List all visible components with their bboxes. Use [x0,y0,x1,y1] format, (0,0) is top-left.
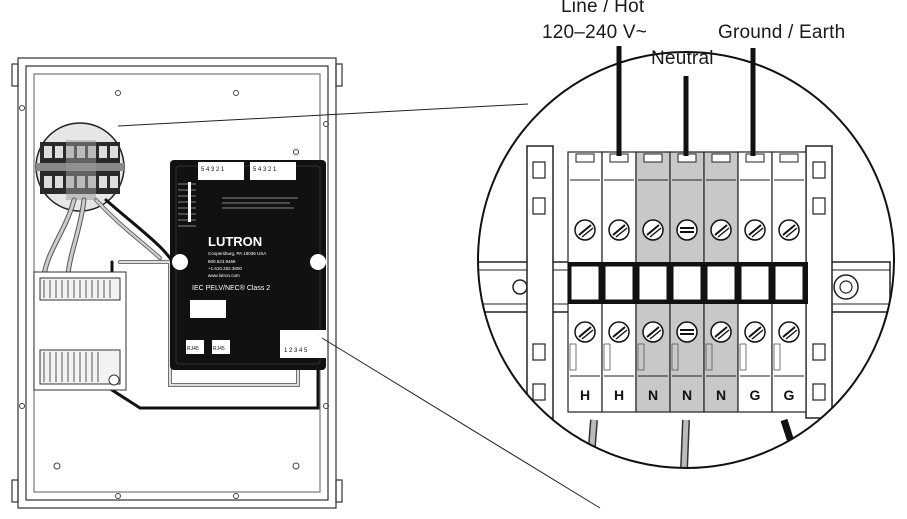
device-top-nums-a: 5 4 3 2 1 [201,167,225,173]
label-line-hot: Line / Hot [561,0,645,17]
callout-lines [117,103,601,509]
terminal-label-5: N [716,387,726,403]
bar-cell-5 [706,265,736,301]
device-rj45-a: RJ45 [187,346,199,352]
label-neutral: Neutral [651,48,714,69]
top-wires [616,46,756,156]
device-phone1: 800.523.9466 [208,259,236,264]
zoom-circle-border [477,51,895,469]
device-brand: LUTRON [208,234,262,249]
terminal-label-4: N [682,387,692,403]
device-phone2: +1.610.282.3800 [208,266,242,271]
bar-cell-3 [638,265,668,301]
device-top-nums-b: 5 4 3 2 1 [253,167,277,173]
lutron-module [170,160,326,370]
panel-holes [19,90,329,499]
terminal-block-small [35,122,125,212]
power-supply [33,271,127,391]
bar-cell-4 [672,265,702,301]
bar-cell-1 [570,265,600,301]
terminal-label-2: H [614,387,624,403]
terminal-label-6: G [750,387,761,403]
label-ground: Ground / Earth [718,22,846,43]
device-web: www.lutron.com [208,273,240,278]
bar-cell-6 [740,265,770,301]
device-cert: IEC PELV/NEC® Class 2 [192,284,270,292]
bar-cell-2 [604,265,634,301]
terminal-label-3: N [648,387,658,403]
device-rj45-b: RJ45 [213,346,225,352]
label-voltage: 120–240 V~ [542,22,648,43]
terminal-label-7: G [784,387,795,403]
device-address: Coopersburg, PA 18036 USA [208,251,266,256]
device-bottom-nums: 1 2 3 4 5 [284,348,308,354]
terminal-label-1: H [580,387,590,403]
bar-cell-7 [774,265,804,301]
